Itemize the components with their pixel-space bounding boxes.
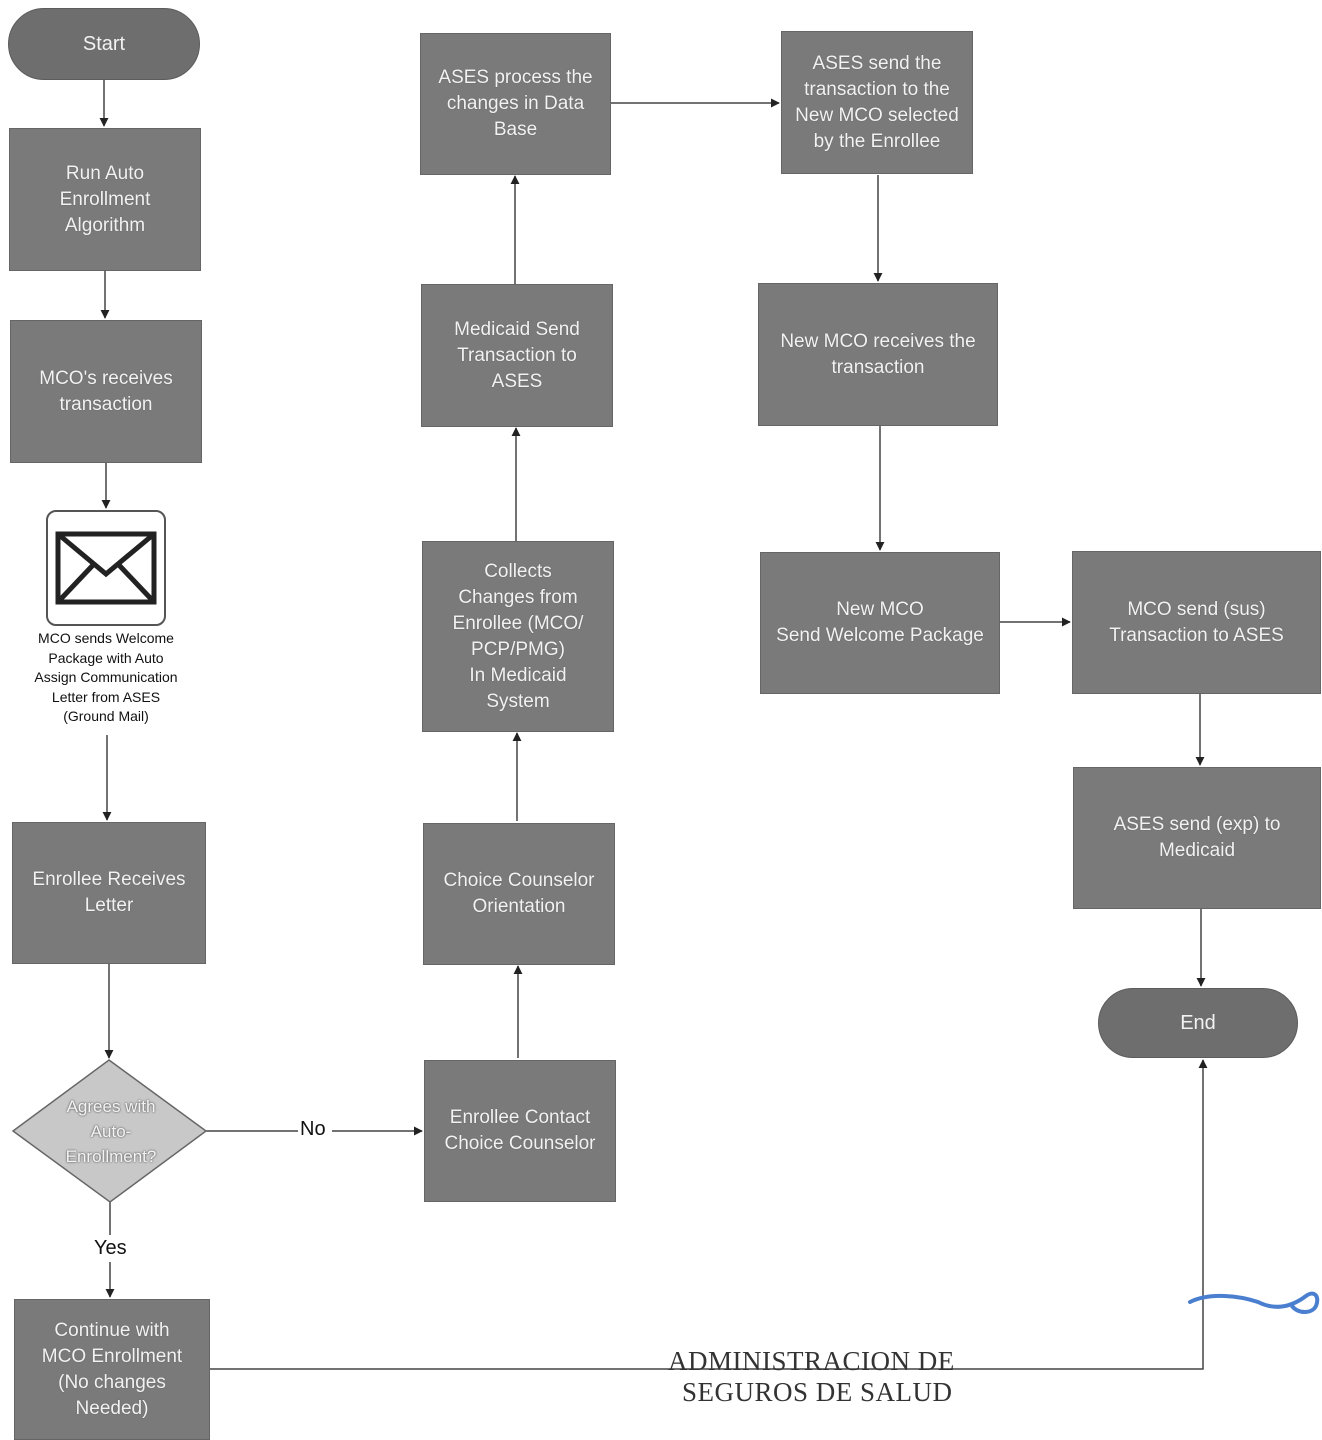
start-node: Start xyxy=(8,8,200,80)
end-node: End xyxy=(1098,988,1298,1058)
mco-receives-node: MCO's receives transaction xyxy=(10,320,202,463)
mco-send-sus-node: MCO send (sus) Transaction to ASES xyxy=(1072,551,1321,694)
stamp-line-2: SEGUROS DE SALUD xyxy=(682,1377,953,1407)
envelope-icon xyxy=(55,531,157,605)
signature-scribble xyxy=(1188,1291,1320,1314)
decision-diamond xyxy=(11,1059,208,1203)
new-mco-receives-node: New MCO receives the transaction xyxy=(758,283,998,426)
enrollee-contact-node: Enrollee Contact Choice Counselor xyxy=(424,1060,616,1202)
enrollee-receives-node: Enrollee Receives Letter xyxy=(12,822,206,964)
ases-process-node: ASES process the changes in Data Base xyxy=(420,33,611,175)
edge-label-yes: Yes xyxy=(94,1237,127,1259)
decision-label: Agrees with Auto- Enrollment? xyxy=(65,1097,157,1166)
stamp-line-1: ADMINISTRACION DE xyxy=(668,1346,955,1376)
new-mco-welcome-node: New MCO Send Welcome Package xyxy=(760,552,1000,694)
continue-mco-node: Continue with MCO Enrollment (No changes… xyxy=(14,1299,210,1440)
ases-send-exp-node: ASES send (exp) to Medicaid xyxy=(1073,767,1321,909)
medicaid-send-node: Medicaid Send Transaction to ASES xyxy=(421,284,613,427)
edge-label-no: No xyxy=(300,1118,326,1140)
mail-node xyxy=(46,510,166,626)
edge-continue-to-end xyxy=(210,1059,1208,1370)
collects-changes-node: Collects Changes from Enrollee (MCO/ PCP… xyxy=(422,541,614,732)
run-auto-enrollment-node: Run Auto Enrollment Algorithm xyxy=(9,128,201,271)
mail-caption: MCO sends Welcome Package with Auto Assi… xyxy=(34,630,178,724)
ases-send-new-mco-node: ASES send the transaction to the New MCO… xyxy=(781,31,973,174)
choice-orientation-node: Choice Counselor Orientation xyxy=(423,823,615,965)
